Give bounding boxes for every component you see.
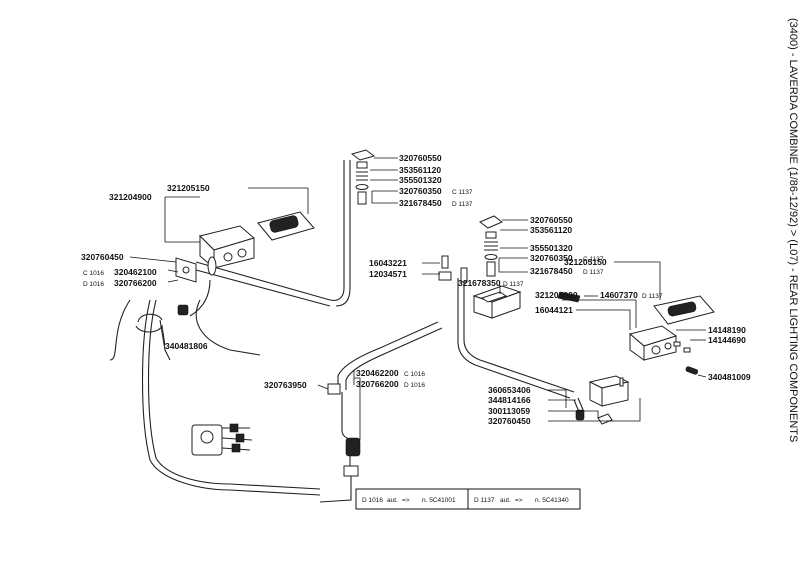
label-321205150-left: 321205150 [167, 183, 210, 193]
label-320766200-left: 320766200 [114, 278, 157, 288]
right-stud-stack [479, 215, 503, 277]
label-321205000: 321205000 [535, 290, 578, 300]
label-16044121: 16044121 [535, 305, 573, 315]
label-320763950: 320763950 [264, 380, 307, 390]
label-355501320-right: 355501320 [530, 243, 573, 253]
legend-left-code: D 1016 [362, 497, 383, 504]
right-lamp-assembly [628, 295, 715, 375]
label-d1137-right: D 1137 [583, 269, 604, 276]
legend-right-code: D 1137 [474, 497, 495, 504]
label-340481806: 340481806 [165, 341, 208, 351]
label-320760450-left: 320760450 [81, 252, 124, 262]
label-321678350: 321678350 [458, 278, 501, 288]
label-353561120-right: 353561120 [530, 225, 572, 235]
label-14607370: 14607370 [600, 290, 638, 300]
right-bracket-bar [337, 267, 575, 399]
label-321678450-left: 321678450 [399, 198, 442, 208]
middle-connectors [319, 383, 361, 503]
bolt-and-nut [438, 255, 452, 281]
label-360653406: 360653406 [488, 385, 531, 395]
label-320462200: 320462200 [356, 368, 399, 378]
label-d1137-top: D 1137 [642, 293, 663, 300]
right-mount-plate [472, 285, 522, 319]
label-321204900: 321204900 [109, 192, 152, 202]
label-d1137-left: D 1137 [452, 201, 473, 208]
label-c1137-left: C 1137 [452, 189, 473, 196]
label-14144690: 14144690 [708, 335, 746, 345]
serial-legend: D 1016 aut. => n. 5C41001 D 1137 aut. =>… [355, 488, 581, 510]
label-320760350-left: 320760350 [399, 186, 442, 196]
label-355501320-left: 355501320 [399, 175, 442, 185]
left-stud-stack [350, 149, 376, 205]
legend-right-aut: aut. [500, 497, 511, 504]
leader-lines [129, 157, 707, 440]
left-harness [109, 299, 321, 496]
lower-left-connector [191, 423, 253, 456]
label-d1016-b: D 1016 [404, 382, 425, 389]
label-c1016-a: C 1016 [83, 270, 104, 277]
label-c1016-b: C 1016 [404, 371, 425, 378]
legend-left-arrow: => [402, 497, 410, 504]
legend-right-serial: n. 5C41340 [535, 497, 569, 504]
label-340481009: 340481009 [708, 372, 751, 382]
label-321678450-right: 321678450 [530, 266, 573, 276]
legend-left-serial: n. 5C41001 [422, 497, 456, 504]
legend-left-aut: aut. [387, 497, 398, 504]
legend-right-arrow: => [515, 497, 523, 504]
label-c1137-right: C 1137 [583, 256, 604, 263]
left-bracket-bar [175, 160, 351, 317]
label-320760550-left: 320760550 [399, 153, 442, 163]
label-12034571: 12034571 [369, 269, 407, 279]
label-16043221: 16043221 [369, 258, 407, 268]
label-320462100: 320462100 [114, 267, 157, 277]
left-lamp-assembly [199, 211, 315, 270]
right-bracket-block [573, 375, 630, 425]
label-320760450-right: 320760450 [488, 416, 531, 426]
label-d1137-mid: D 1137 [503, 281, 524, 288]
label-d1016-a: D 1016 [83, 281, 104, 288]
clip-340481806 [135, 313, 163, 333]
label-353561120-left: 353561120 [399, 165, 441, 175]
label-344814166: 344814166 [488, 395, 531, 405]
label-300113059: 300113059 [488, 406, 530, 416]
rubber-sleeve-14607370 [557, 291, 581, 303]
part-labels: 321204900 321205150 320760450 C 1016 320… [81, 153, 751, 426]
label-320760550-right: 320760550 [530, 215, 573, 225]
label-321205150-right: 321205150 [564, 257, 607, 267]
label-320766200-mid: 320766200 [356, 379, 399, 389]
label-320760350-right: 320760350 [530, 253, 573, 263]
diagram-title: (3400) - LAVERDA COMBINE (1/86-12/92) > … [787, 18, 799, 442]
label-14148190: 14148190 [708, 325, 746, 335]
